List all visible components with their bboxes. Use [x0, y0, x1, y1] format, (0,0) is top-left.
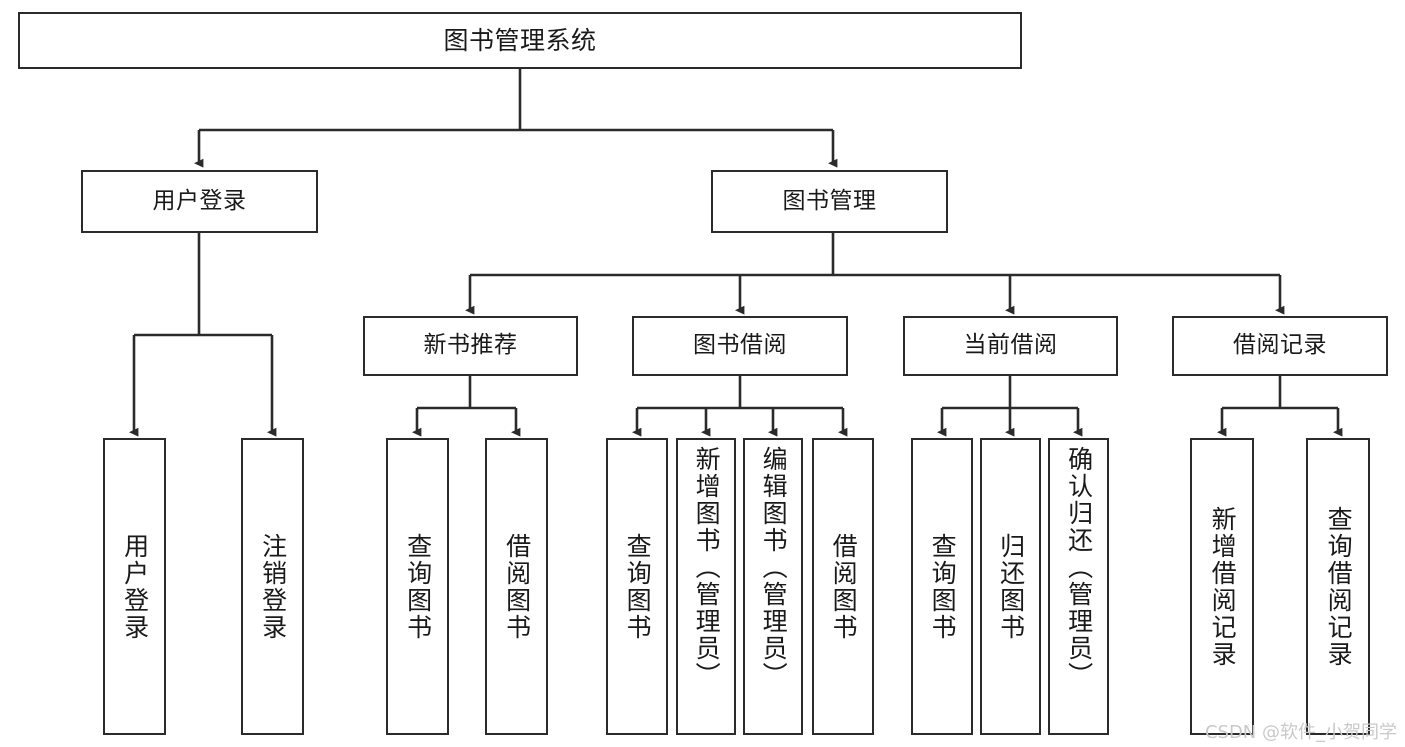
node-label: 用户登录 — [120, 532, 150, 641]
node-label: 当前借阅 — [963, 332, 1058, 359]
node-label: 图书借阅 — [693, 332, 787, 359]
node-label: 查询图书 — [403, 532, 433, 641]
node-book-borrow[interactable]: 图书借阅 — [632, 316, 848, 376]
node-leaf-borrow-book[interactable]: 借阅图书 — [812, 438, 874, 735]
node-label: 查询图书 — [623, 532, 653, 641]
node-leaf-confirm-return-admin[interactable]: 确认归还（管理员） — [1048, 438, 1109, 735]
node-leaf-logout[interactable]: 注销登录 — [241, 438, 304, 735]
node-label: 新书推荐 — [423, 332, 518, 359]
node-label: 借阅记录 — [1233, 332, 1327, 359]
node-label: 借阅图书 — [829, 532, 859, 641]
node-leaf-user-login[interactable]: 用户登录 — [103, 438, 166, 735]
csdn-watermark: CSDN @软件_小贺同学 — [1204, 722, 1397, 743]
node-label: 图书管理 — [782, 187, 877, 214]
node-leaf-query-book-current[interactable]: 查询图书 — [911, 438, 973, 735]
node-leaf-return-book[interactable]: 归还图书 — [980, 438, 1041, 735]
node-current-borrow[interactable]: 当前借阅 — [903, 316, 1118, 376]
node-leaf-borrow-book-recommend[interactable]: 借阅图书 — [485, 438, 548, 735]
node-label: 注销登录 — [258, 532, 288, 641]
node-label: 新增图书（管理员） — [692, 446, 722, 689]
node-label: 借阅图书 — [502, 532, 532, 641]
node-borrow-records[interactable]: 借阅记录 — [1172, 316, 1388, 376]
node-label: 图书管理系统 — [443, 25, 597, 55]
node-label: 确认归还（管理员） — [1064, 446, 1094, 689]
node-user-login[interactable]: 用户登录 — [81, 170, 318, 233]
node-label: 编辑图书（管理员） — [759, 446, 789, 689]
node-leaf-edit-book-admin[interactable]: 编辑图书（管理员） — [743, 438, 803, 735]
node-leaf-query-book-recommend[interactable]: 查询图书 — [386, 438, 449, 735]
node-label: 查询借阅记录 — [1324, 505, 1354, 668]
node-label: 用户登录 — [152, 187, 247, 214]
node-book-management[interactable]: 图书管理 — [711, 170, 948, 233]
node-leaf-query-book-borrow[interactable]: 查询图书 — [606, 438, 668, 735]
node-leaf-query-borrow-record[interactable]: 查询借阅记录 — [1306, 438, 1370, 735]
node-label: 归还图书 — [996, 532, 1026, 641]
node-label: 查询图书 — [928, 532, 958, 641]
node-label: 新增借阅记录 — [1208, 505, 1238, 668]
node-root-book-management-system[interactable]: 图书管理系统 — [18, 12, 1022, 69]
node-leaf-add-borrow-record[interactable]: 新增借阅记录 — [1190, 438, 1254, 735]
node-new-book-recommend[interactable]: 新书推荐 — [363, 316, 578, 376]
node-leaf-add-book-admin[interactable]: 新增图书（管理员） — [676, 438, 736, 735]
